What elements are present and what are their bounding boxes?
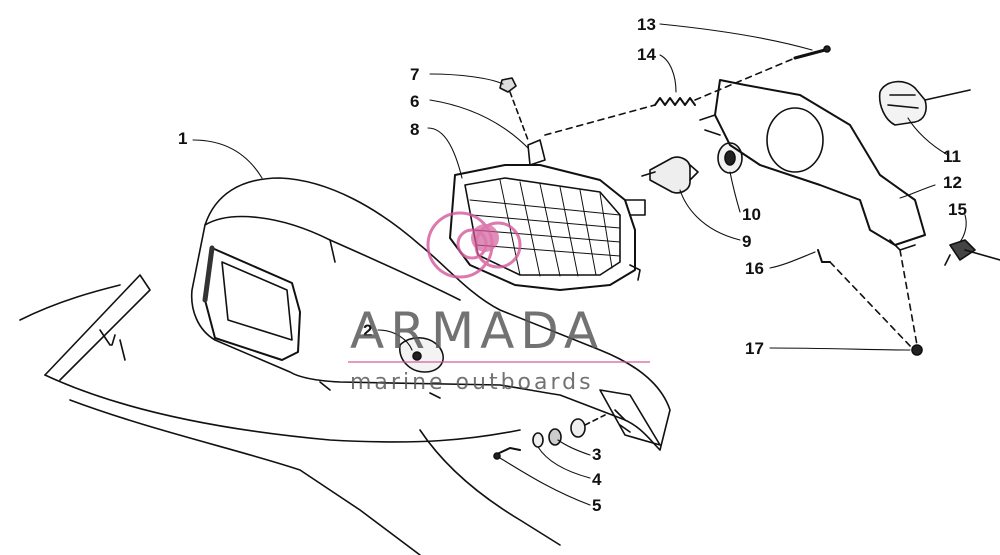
callout-5: 5 xyxy=(592,496,602,515)
callout-9: 9 xyxy=(742,232,752,251)
nut-part-7 xyxy=(499,77,529,141)
callout-10: 10 xyxy=(742,205,761,224)
callout-16: 16 xyxy=(745,259,764,278)
bolt-16-nut-17 xyxy=(817,249,923,356)
callout-15: 15 xyxy=(948,200,967,219)
connector-part xyxy=(944,239,1000,266)
fasteners-3-4-5 xyxy=(493,414,606,460)
watermark-brand: ARMADA xyxy=(350,302,605,360)
retainer-ring-part xyxy=(717,142,743,174)
hood-part xyxy=(19,177,671,555)
callout-14: 14 xyxy=(637,45,656,64)
callout-2: 2 xyxy=(363,321,373,340)
callout-3: 3 xyxy=(592,445,602,464)
bulb-part xyxy=(641,156,699,194)
watermark-emblem xyxy=(348,211,650,363)
callout-17: 17 xyxy=(745,339,764,358)
headlight-lens-part xyxy=(449,139,646,291)
leader-lines xyxy=(192,23,967,506)
callout-6: 6 xyxy=(410,92,420,111)
mounting-bracket-part xyxy=(699,79,926,251)
callout-13: 13 xyxy=(637,15,656,34)
socket-part xyxy=(878,80,971,126)
watermark-tagline: marine outboards xyxy=(350,370,594,395)
callout-1: 1 xyxy=(178,129,188,148)
screw-and-spring-parts xyxy=(544,45,831,136)
callout-12: 12 xyxy=(943,173,962,192)
callout-8: 8 xyxy=(410,120,420,139)
callout-7: 7 xyxy=(410,65,420,84)
callout-4: 4 xyxy=(592,470,602,489)
callout-11: 11 xyxy=(943,147,961,166)
